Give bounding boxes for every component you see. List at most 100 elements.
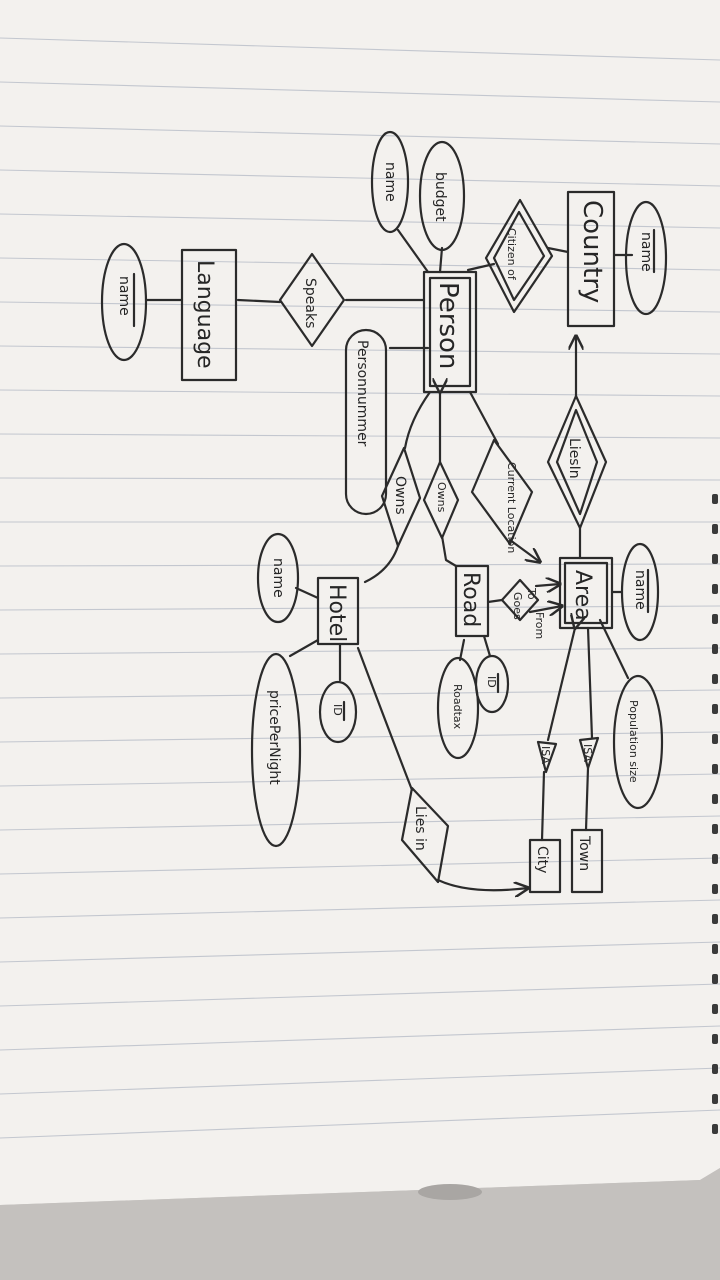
relationship-lies-in-hotel[interactable]: Lies in (400, 786, 450, 884)
attr-language-name-oval (100, 242, 148, 362)
attr-roadtax-oval (436, 656, 480, 760)
line-citizen-country (546, 246, 570, 254)
attr-price-label: pricePerNight (266, 690, 282, 785)
relationship-owns-hotel[interactable]: Owns (380, 446, 422, 548)
isa-city-label: ISA (539, 746, 552, 764)
attr-area-name[interactable]: name (620, 542, 660, 642)
relationship-owns-road-diamond (422, 460, 460, 540)
entity-city[interactable]: City (528, 838, 562, 894)
entity-country-label: Country (577, 200, 607, 303)
attr-person-name-oval (370, 130, 410, 234)
attr-hotel-id-label: ID (331, 704, 344, 716)
attr-price-oval (250, 652, 302, 848)
attr-area-population[interactable]: Population size (612, 674, 664, 810)
attr-personnummer-label: Personnummer (354, 340, 370, 447)
isa-town-label: ISA (581, 744, 594, 762)
relationship-lies-in-area[interactable]: LiesIn (546, 394, 608, 530)
relationship-owns-road[interactable]: Owns (422, 460, 460, 540)
relationship-owns-hotel-diamond (380, 446, 422, 548)
entity-town-label: Town (576, 835, 592, 871)
entity-person-inner (428, 276, 472, 388)
line-hotel-name (294, 586, 320, 600)
line-person-curloc (468, 390, 500, 446)
entity-road[interactable]: Road (454, 564, 490, 638)
relationship-owns-hotel-label: Owns (392, 476, 408, 515)
isa-city-triangle (536, 740, 558, 774)
entity-country-box (566, 190, 616, 328)
entity-road-label: Road (458, 572, 483, 627)
line-road-goes (486, 598, 504, 604)
attr-hotel-id-oval (318, 680, 358, 744)
line-person-budget (438, 246, 444, 274)
spiral-holes (712, 494, 718, 1134)
attr-person-budget-label: budget (432, 172, 448, 222)
line-person-owns-hotel (403, 390, 432, 450)
relationship-curloc-diamond (470, 438, 534, 546)
attr-hotel-name-oval (256, 532, 300, 624)
attr-area-name-label: name (632, 570, 648, 610)
relationship-from-label: From (533, 612, 546, 639)
line-person-name (396, 228, 430, 274)
entity-language[interactable]: Language (180, 248, 238, 382)
relationship-speaks[interactable]: Speaks (278, 252, 346, 348)
attr-person-name-label: name (382, 162, 398, 202)
attr-country-name[interactable]: name (624, 200, 668, 316)
attr-person-personnummer[interactable]: Personnummer (344, 328, 388, 516)
relationship-owns-road-label: Owns (435, 482, 448, 513)
relationship-liesin-hotel-diamond (400, 786, 450, 884)
attr-person-name[interactable]: name (370, 130, 410, 234)
entity-area-outer (558, 556, 614, 630)
relationship-citizen-of[interactable]: Citizen of (484, 198, 554, 314)
entity-town[interactable]: Town (570, 828, 604, 894)
attr-road-roadtax[interactable]: Roadtax (436, 656, 480, 760)
attr-personnummer-oval (344, 328, 388, 516)
line-curloc-area (508, 538, 540, 562)
line-isa-city (540, 770, 546, 842)
isa-city[interactable]: ISA (536, 740, 558, 774)
relationship-liesin-hotel-label: Lies in (412, 806, 428, 851)
relationship-current-location[interactable]: Current Location (470, 438, 534, 553)
entity-hotel-label: Hotel (324, 584, 349, 642)
attr-language-name-label: name (116, 276, 132, 316)
entity-country[interactable]: Country (566, 190, 616, 328)
line-isa-town (584, 766, 590, 832)
relationship-goes[interactable]: Goes To From (500, 578, 546, 639)
attr-language-name[interactable]: name (100, 242, 148, 362)
relationship-to-label: To (525, 587, 538, 600)
entity-area[interactable]: Area (558, 556, 614, 630)
line-speaks-language (236, 298, 282, 304)
line-area-population (598, 618, 630, 680)
line-area-isa-city (546, 628, 575, 742)
line-hotel-liesin (356, 646, 414, 792)
entity-language-label: Language (192, 260, 217, 369)
entity-hotel[interactable]: Hotel (316, 576, 360, 646)
isa-town-triangle (578, 736, 600, 770)
isa-town[interactable]: ISA (578, 736, 600, 770)
entity-person-outer (422, 270, 478, 394)
attr-person-budget[interactable]: budget (418, 140, 466, 252)
relationship-speaks-label: Speaks (302, 278, 318, 328)
attr-hotel-price[interactable]: pricePerNight (250, 652, 302, 848)
entity-person[interactable]: Person (422, 270, 478, 394)
paper-clip-shadow (418, 1184, 482, 1200)
line-goes-area-to (534, 584, 560, 586)
attr-population-oval (612, 674, 664, 810)
entity-area-inner (563, 561, 609, 625)
line-road-roadtax (458, 638, 466, 662)
relationship-citizen-label: Citizen of (505, 228, 518, 281)
line-hotel-price (288, 638, 320, 658)
attr-hotel-name[interactable]: name (256, 532, 300, 624)
line-goes-area-from (528, 606, 562, 612)
attr-hotel-id[interactable]: ID (318, 680, 358, 744)
entity-city-label: City (534, 846, 550, 873)
relationship-liesin-label: LiesIn (566, 438, 582, 479)
entity-person-label: Person (433, 282, 463, 369)
relationship-goes-diamond (500, 578, 540, 622)
entity-language-box (180, 248, 238, 382)
attr-country-name-oval (624, 200, 668, 316)
attr-person-budget-oval (418, 140, 466, 252)
line-owns-hotel (363, 544, 400, 584)
connector-lines (144, 228, 634, 890)
attr-road-id-label: ID (485, 676, 498, 688)
relationship-citizen-outer (484, 198, 554, 314)
